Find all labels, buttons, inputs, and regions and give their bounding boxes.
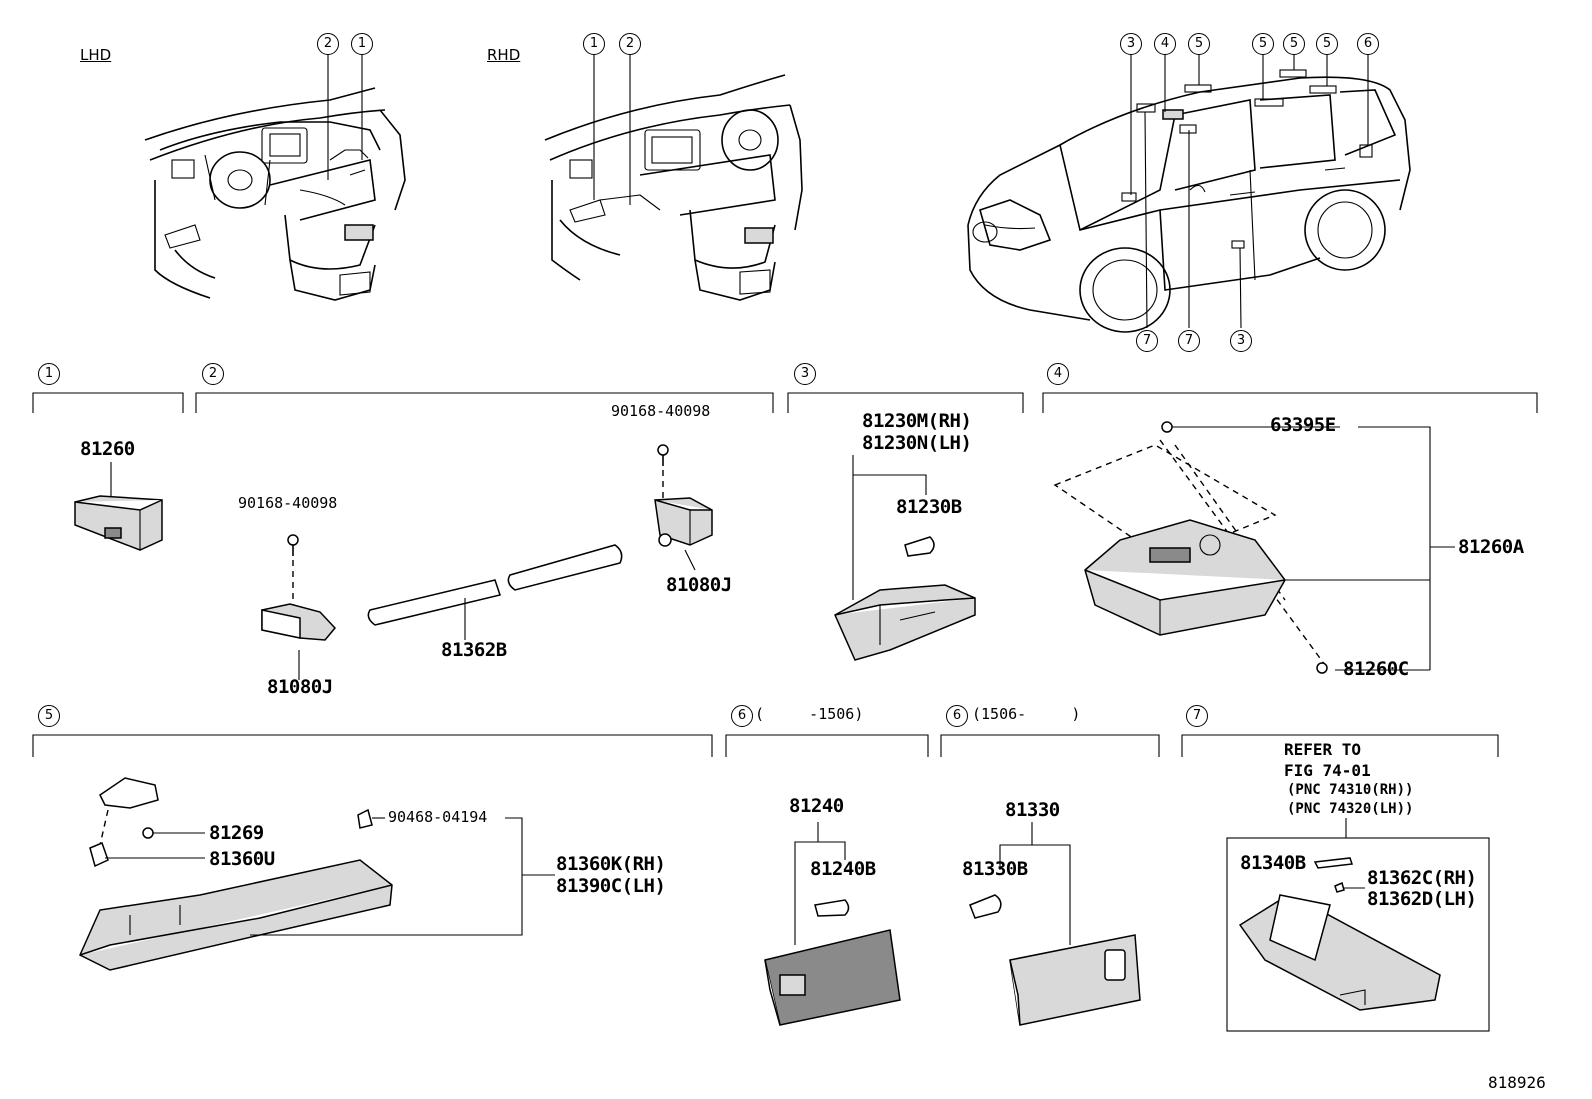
section5-drawing [79,777,555,971]
assy-81260a-label: 81260A [1458,536,1524,558]
section4-drawing [1053,421,1455,674]
screw-90168-40098-right-label: 90168-40098 [611,402,711,420]
clip-63395e-label: 63395E [1270,414,1336,436]
section6a-drawing [764,822,901,1026]
callout-7-car-a: 7 [1136,330,1158,352]
lhd-view-label: LHD [80,46,112,64]
refer-fig-label: FIG 74-01 [1284,761,1371,780]
part-81362c-rh-label: 81362C(RH) [1367,867,1477,889]
bulb-81240b-label: 81240B [810,858,876,880]
callout-5-car-c: 5 [1283,33,1305,55]
section-7-marker: 7 [1186,705,1208,727]
figure-id: 818926 [1488,1073,1546,1092]
callout-5-car-d: 5 [1316,33,1338,55]
screw-90168-40098-left-label: 90168-40098 [238,494,338,512]
lamp-81080j-right-label: 81080J [666,574,732,596]
part-81390c-lh-label: 81390C(LH) [556,875,666,897]
part-81360k-rh-label: 81360K(RH) [556,853,666,875]
top-leaders [327,54,1369,329]
section3-drawing [834,455,976,661]
section-6b-range: (1506- ) [972,705,1081,723]
section-1-marker: 1 [38,363,60,385]
section-4-marker: 4 [1047,363,1069,385]
section-brackets [32,392,1538,757]
rhd-view-label: RHD [487,46,521,64]
part-81230n-lh-label: 81230N(LH) [862,432,972,454]
screw-90468-04194-label: 90468-04194 [388,808,488,826]
lens-81340b-label: 81340B [1240,852,1306,874]
rhd-dashboard-drawing [544,74,803,301]
pnc-lh-label: (PNC 74320(LH)) [1287,801,1414,817]
callout-4-car: 4 [1154,33,1176,55]
section-6a-range: ( -1506) [755,705,864,723]
lhd-dashboard-drawing [144,87,406,301]
tube-81362b-label: 81362B [441,639,507,661]
suv-drawing [967,69,1411,333]
lamp-81240-label: 81240 [789,795,844,817]
section-6b-marker: 6 [946,705,968,727]
callout-7-car-b: 7 [1178,330,1200,352]
callout-6-car: 6 [1357,33,1379,55]
section-5-marker: 5 [38,705,60,727]
screw-81260c-label: 81260C [1343,658,1409,680]
section-2-marker: 2 [202,363,224,385]
callout-2-lhd: 2 [317,33,339,55]
callout-1-rhd: 1 [583,33,605,55]
callout-3-car-b: 3 [1230,330,1252,352]
callout-5-car-b: 5 [1252,33,1274,55]
part-81260-label: 81260 [80,438,135,460]
callout-1-lhd: 1 [351,33,373,55]
section2-drawing [261,444,713,680]
part-81362d-lh-label: 81362D(LH) [1367,888,1477,910]
section-6a-marker: 6 [731,705,753,727]
socket-81269-label: 81269 [209,822,264,844]
callout-3-car: 3 [1120,33,1142,55]
bulb-81230b-label: 81230B [896,496,962,518]
section6b-drawing [969,822,1141,1026]
section7-drawing [1226,818,1490,1032]
callout-2-rhd: 2 [619,33,641,55]
callout-5-car-a: 5 [1188,33,1210,55]
bulb-81360u-label: 81360U [209,848,275,870]
part-81260-drawing [74,462,163,551]
bulb-81330b-label: 81330B [962,858,1028,880]
lamp-81080j-left-label: 81080J [267,676,333,698]
lamp-81330-label: 81330 [1005,799,1060,821]
part-81230m-rh-label: 81230M(RH) [862,410,972,432]
section-3-marker: 3 [794,363,816,385]
pnc-rh-label: (PNC 74310(RH)) [1287,782,1414,798]
refer-to-label: REFER TO [1284,740,1362,759]
